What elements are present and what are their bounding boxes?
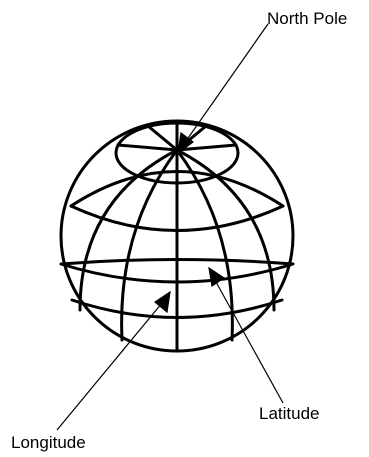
longitude-label: Longitude	[11, 434, 86, 451]
north-pole-pointer-line	[186, 24, 268, 141]
longitude-pointer-line	[57, 303, 162, 430]
globe	[61, 121, 293, 351]
meridian-back-left	[148, 126, 177, 150]
meridian-back-far-left	[118, 145, 177, 150]
latitude-label: Latitude	[259, 405, 320, 422]
pointers	[57, 24, 283, 430]
latitude-arrowhead	[209, 268, 224, 286]
north-pole-label: North Pole	[267, 10, 347, 27]
